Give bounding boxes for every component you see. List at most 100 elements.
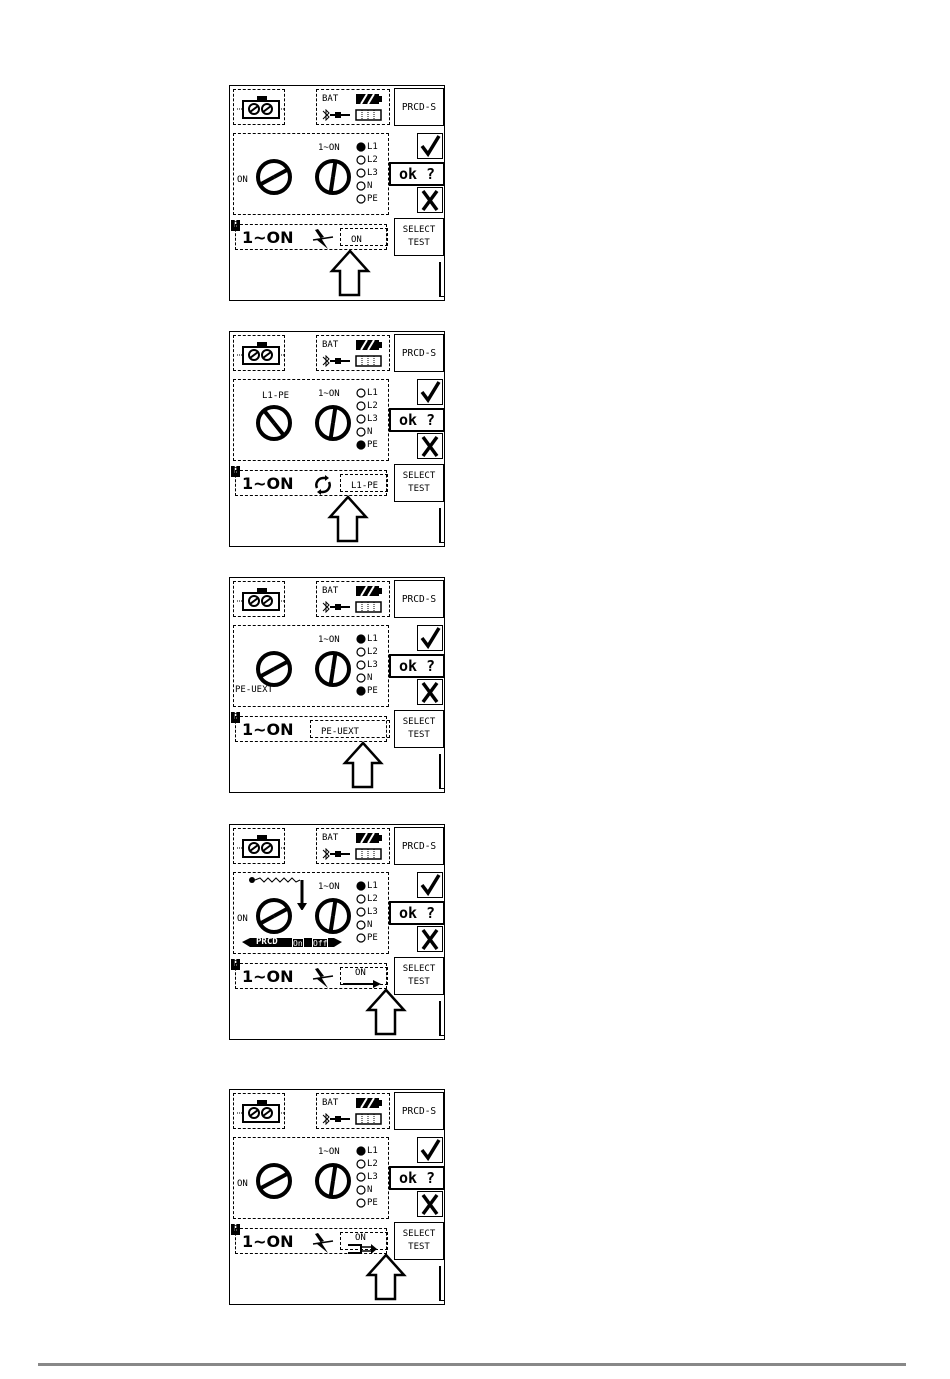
left-knob-label: PE-UEXT bbox=[235, 685, 273, 695]
radio-label: L3 bbox=[367, 1172, 378, 1182]
left-knob[interactable] bbox=[254, 649, 294, 693]
confirm-button[interactable] bbox=[417, 872, 443, 898]
radio-label: L2 bbox=[367, 894, 378, 904]
ok-query[interactable]: ok ? bbox=[389, 408, 445, 432]
left-knob[interactable] bbox=[254, 157, 294, 201]
radio-empty-icon bbox=[356, 194, 366, 204]
radio-filled-icon bbox=[356, 634, 366, 644]
battery-icon bbox=[356, 1097, 382, 1109]
right-knob[interactable] bbox=[313, 649, 353, 693]
right-knob[interactable] bbox=[313, 157, 353, 201]
radio-empty-icon bbox=[356, 1159, 366, 1169]
radio-label: L1 bbox=[367, 142, 378, 152]
scroll-bar[interactable] bbox=[439, 262, 445, 297]
socket-device-icon bbox=[237, 96, 285, 119]
left-knob[interactable] bbox=[254, 896, 294, 940]
mode-button[interactable]: PRCD-S bbox=[394, 580, 444, 618]
confirm-button[interactable] bbox=[417, 379, 443, 405]
radio-label: L3 bbox=[367, 168, 378, 178]
x-icon bbox=[421, 928, 439, 951]
radio-empty-icon bbox=[356, 1185, 366, 1195]
left-knob[interactable] bbox=[254, 1161, 294, 1205]
prcd-off-label[interactable]: Off bbox=[312, 938, 329, 949]
confirm-button[interactable] bbox=[417, 625, 443, 651]
radio-label: L2 bbox=[367, 647, 378, 657]
radio-empty-icon bbox=[356, 181, 366, 191]
left-knob-label: ON bbox=[237, 1179, 248, 1189]
reject-button[interactable] bbox=[417, 1191, 443, 1217]
battery-icon bbox=[356, 93, 382, 105]
right-knob[interactable] bbox=[313, 1161, 353, 1205]
radio-empty-icon bbox=[356, 907, 366, 917]
select-label: SELECT bbox=[402, 964, 436, 974]
test-label: TEST bbox=[408, 1242, 430, 1252]
right-knob[interactable] bbox=[313, 896, 353, 940]
left-knob[interactable] bbox=[254, 403, 294, 447]
x-icon bbox=[421, 681, 439, 704]
reject-button[interactable] bbox=[417, 679, 443, 705]
select-label: SELECT bbox=[402, 471, 436, 481]
reject-button[interactable] bbox=[417, 433, 443, 459]
battery-icon bbox=[356, 339, 382, 351]
ok-query[interactable]: ok ? bbox=[389, 654, 445, 678]
memory-icon bbox=[355, 109, 382, 121]
x-icon bbox=[421, 435, 439, 458]
radio-empty-icon bbox=[356, 660, 366, 670]
pointer-arrow-icon bbox=[342, 741, 384, 789]
prcd-on-label[interactable]: On bbox=[292, 938, 304, 949]
reject-button[interactable] bbox=[417, 187, 443, 213]
ok-query[interactable]: ok ? bbox=[389, 162, 445, 186]
reject-button[interactable] bbox=[417, 926, 443, 952]
radio-label: L1 bbox=[367, 1146, 378, 1156]
radio-empty-icon bbox=[356, 920, 366, 930]
test-value-box: L1-PE bbox=[340, 474, 388, 492]
lightning-icon bbox=[312, 1233, 334, 1253]
battery-icon bbox=[356, 832, 382, 844]
right-value: ON bbox=[355, 1233, 366, 1243]
radio-filled-icon bbox=[356, 440, 366, 450]
radio-empty-icon bbox=[356, 168, 366, 178]
mode-button[interactable]: PRCD-S bbox=[394, 827, 444, 865]
mode-button[interactable]: PRCD-S bbox=[394, 88, 444, 126]
scroll-bar[interactable] bbox=[439, 1001, 445, 1036]
scroll-bar[interactable] bbox=[439, 1266, 445, 1301]
ok-query[interactable]: ok ? bbox=[389, 1166, 445, 1190]
radio-label: PE bbox=[367, 194, 378, 204]
right-knob[interactable] bbox=[313, 403, 353, 447]
select-label: SELECT bbox=[402, 717, 436, 727]
device-icon-panel bbox=[233, 1093, 285, 1129]
select-label: SELECT bbox=[402, 225, 436, 235]
check-icon bbox=[420, 381, 441, 404]
mode-button[interactable]: PRCD-S bbox=[394, 334, 444, 372]
bluetooth-icon bbox=[322, 109, 350, 121]
pointer-arrow-icon bbox=[327, 495, 369, 543]
scroll-bar[interactable] bbox=[439, 508, 445, 543]
mode-button[interactable]: PRCD-S bbox=[394, 1092, 444, 1130]
radio-empty-icon bbox=[356, 933, 366, 943]
x-icon bbox=[421, 1193, 439, 1216]
scroll-bar[interactable] bbox=[439, 754, 445, 789]
confirm-button[interactable] bbox=[417, 1137, 443, 1163]
prcd-bar: PRCD On Off bbox=[242, 937, 342, 949]
ok-query[interactable]: ok ? bbox=[389, 901, 445, 925]
test-value-box: PE-UEXT bbox=[310, 720, 390, 738]
test-value-box: ON bbox=[340, 228, 388, 246]
radio-label: PE bbox=[367, 440, 378, 450]
radio-label: N bbox=[367, 920, 373, 930]
prcd-label: PRCD bbox=[256, 937, 278, 947]
confirm-button[interactable] bbox=[417, 133, 443, 159]
